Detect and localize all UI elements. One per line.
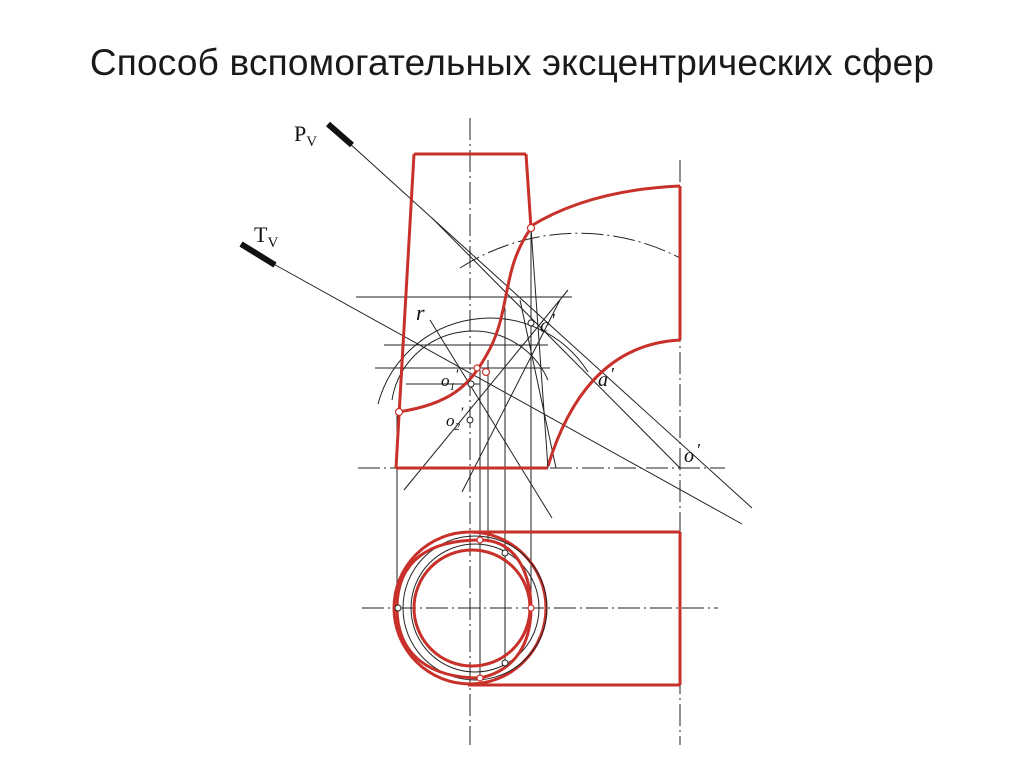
label-pv: PV xyxy=(294,121,317,150)
label-o2: o2′ xyxy=(446,405,464,433)
point-o2 xyxy=(466,416,474,424)
outer-circle xyxy=(392,530,548,686)
construction-lines xyxy=(239,121,753,678)
black-circle-inner xyxy=(410,543,540,673)
label-r: r xyxy=(416,300,425,325)
top-point-4 xyxy=(394,604,402,612)
plane-pv-line xyxy=(347,141,753,509)
cone-left-edge xyxy=(394,153,416,469)
plane-tv-trace xyxy=(239,241,277,268)
top-point-6 xyxy=(476,674,484,682)
line-o2-mid xyxy=(461,299,561,493)
label-a: a′ xyxy=(598,364,615,391)
black-circle-outer xyxy=(402,535,548,681)
top-point-5 xyxy=(501,659,509,667)
elbow-inner-arc xyxy=(546,338,681,467)
label-o1: o1′ xyxy=(441,367,459,393)
cone-right-upper-edge xyxy=(524,153,533,229)
point-mid-intersection xyxy=(481,367,491,377)
point-top-intersection xyxy=(526,223,536,233)
plane-tv-line xyxy=(269,261,743,525)
point-c xyxy=(527,319,535,327)
plane-pv-trace xyxy=(326,121,354,148)
axis-lines xyxy=(358,118,725,745)
line-o-c xyxy=(431,217,681,469)
front-view xyxy=(394,152,682,470)
point-left-intersection xyxy=(394,407,404,417)
point-mid-left xyxy=(473,364,481,372)
construction-points xyxy=(394,223,536,682)
point-o1 xyxy=(467,380,475,388)
top-point-2 xyxy=(501,549,509,557)
labels: PV TV r c′ o1′ o2′ a′ o′ xyxy=(254,121,701,467)
label-tv: TV xyxy=(254,222,278,251)
intersection-curve xyxy=(397,227,533,414)
slide-title: Способ вспомогательных эксцентрических с… xyxy=(89,42,935,83)
top-intersection-curve xyxy=(395,538,533,680)
line-o2-upper xyxy=(403,289,569,491)
projection-line-6 xyxy=(519,299,557,469)
line-diagonal-lower xyxy=(429,319,553,519)
sphere-arc-large xyxy=(377,317,589,405)
torus-axis-arc xyxy=(459,232,681,269)
elbow-outer-arc xyxy=(530,184,681,228)
label-o: o′ xyxy=(684,440,701,467)
label-c: c′ xyxy=(540,310,556,337)
top-point-3 xyxy=(527,604,535,612)
cone-right-lower-edge xyxy=(530,227,549,469)
top-point-1 xyxy=(476,536,484,544)
